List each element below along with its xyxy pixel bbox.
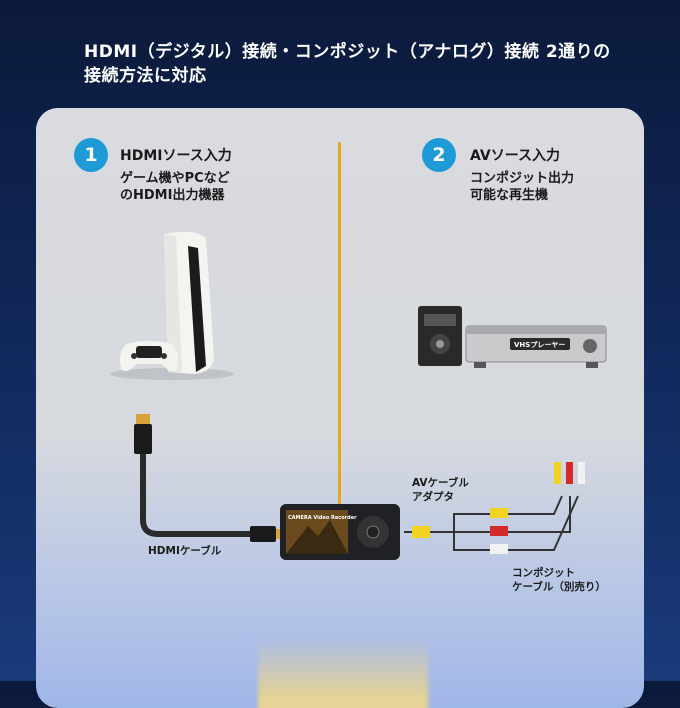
hdmi-cable-label: HDMIケーブル <box>148 545 222 557</box>
vhs-player-label: VHSプレーヤー <box>514 341 566 349</box>
game-controller-icon <box>119 341 179 372</box>
av-source-description: コンポジット出力 可能な再生機 <box>470 171 575 203</box>
av-adapter-label: AVケーブル アダプタ <box>412 477 469 503</box>
device-glow <box>258 638 428 708</box>
section-divider <box>338 142 341 512</box>
game-console-icon <box>110 231 234 380</box>
composite-cable-label: コンポジット ケーブル（別売り） <box>512 567 606 593</box>
hdmi-source-description: ゲーム機やPCなど のHDMI出力機器 <box>120 171 230 203</box>
recorder-screen-title: CAMERA Video Recorder <box>288 515 357 521</box>
hdmi-cable-icon <box>134 414 286 542</box>
page-title: HDMI（デジタル）接続・コンポジット（アナログ）接続 2通りの接続方法に対応 <box>84 42 611 86</box>
connection-card: 1 HDMIソース入力 ゲーム機やPCなど のHDMI出力機器 2 AVソース入… <box>36 108 644 708</box>
av-source-heading: AVソース入力 <box>470 148 561 164</box>
video-recorder-icon <box>280 504 400 560</box>
vhs-player-icon <box>465 325 607 368</box>
rca-cable-icon <box>404 462 585 554</box>
hdmi-source-heading: HDMIソース入力 <box>120 148 232 164</box>
vhs-cassette-icon <box>418 306 462 366</box>
step-number-2: 2 <box>422 138 456 172</box>
step-number-1: 1 <box>74 138 108 172</box>
